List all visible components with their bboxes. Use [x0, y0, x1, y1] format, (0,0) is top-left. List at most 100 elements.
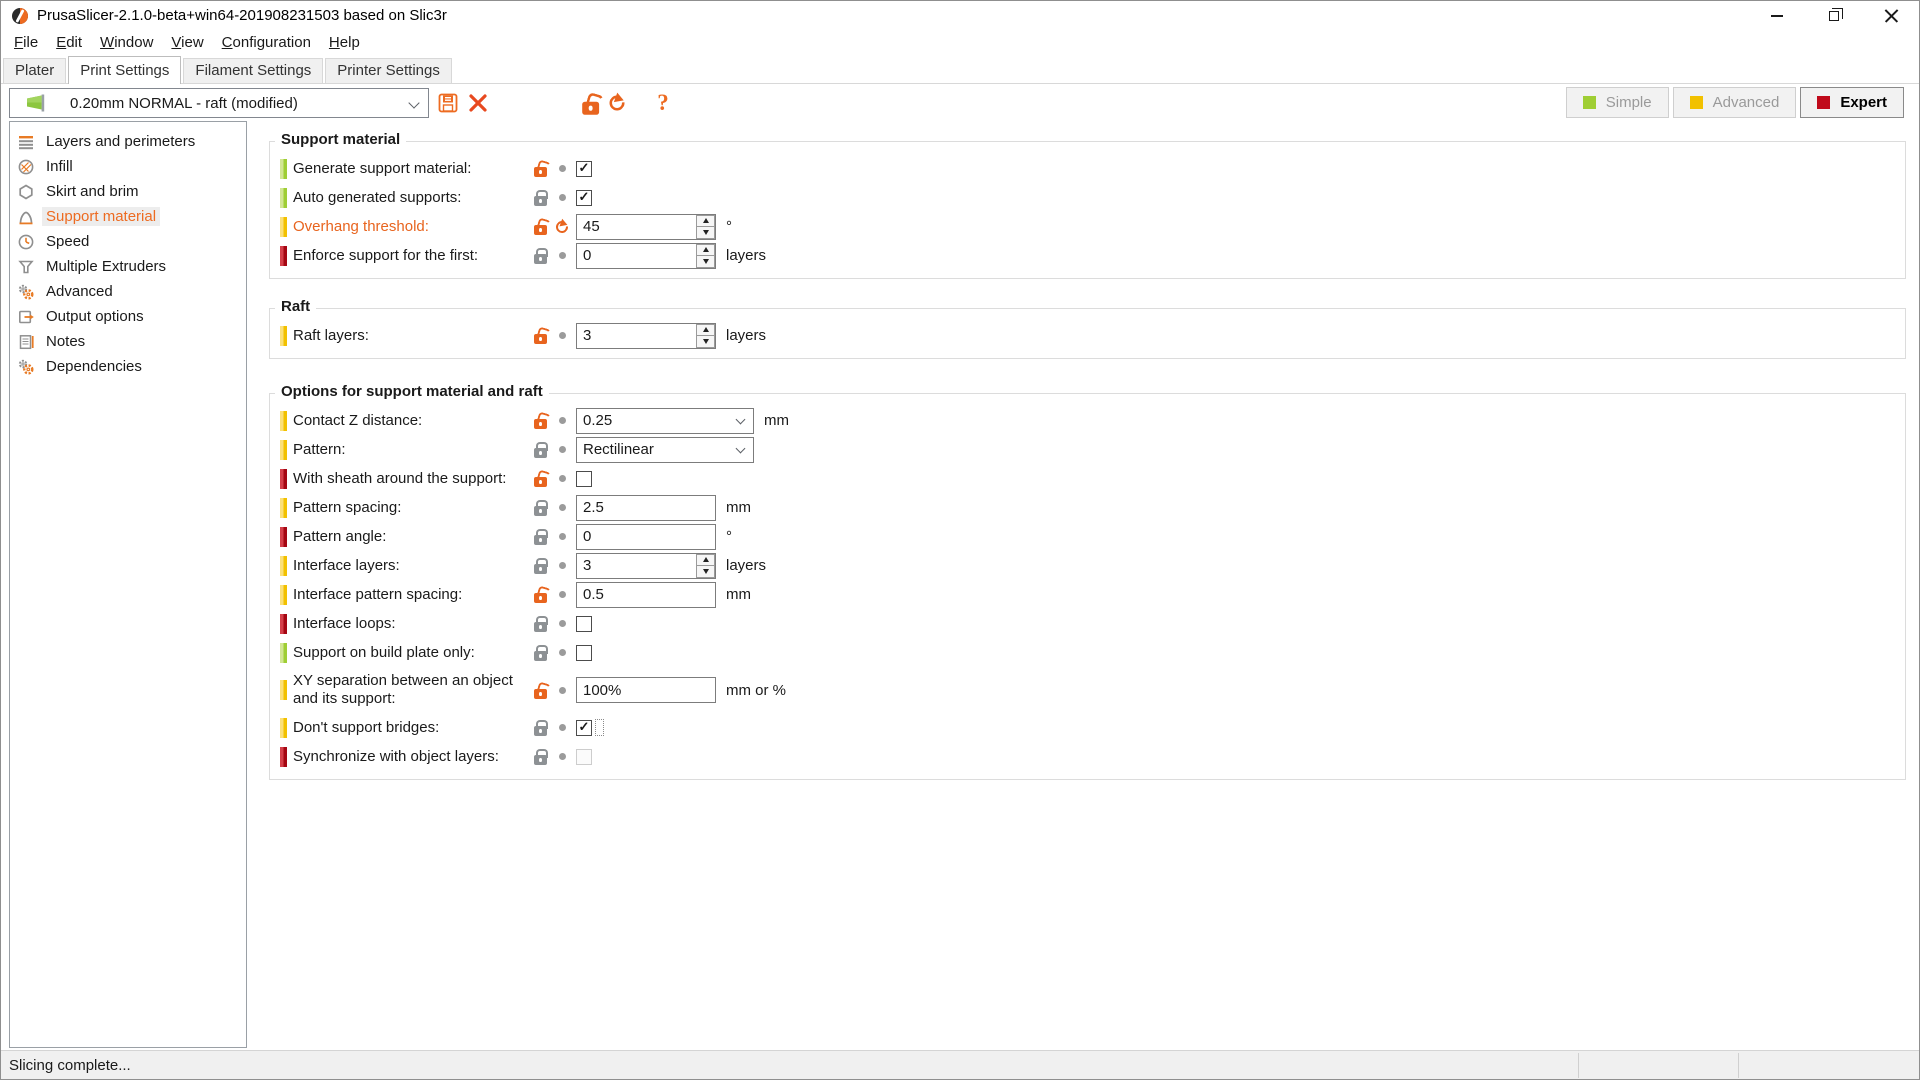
lock-closed-icon[interactable]	[529, 247, 551, 264]
spinner-buttons	[696, 553, 715, 578]
lock-open-icon[interactable]	[529, 470, 551, 487]
spin-field	[576, 322, 716, 349]
help-icon[interactable]: ?	[649, 89, 677, 117]
mode-expert-button[interactable]: Expert	[1800, 87, 1904, 118]
combo-box[interactable]: Rectilinear	[576, 436, 754, 463]
lock-open-icon[interactable]	[572, 85, 608, 121]
lock-closed-icon[interactable]	[529, 528, 551, 545]
spin-up-button[interactable]	[696, 323, 715, 336]
sidebar-item-notes[interactable]: Notes	[10, 329, 246, 354]
speed-icon	[18, 234, 34, 249]
spin-down-button[interactable]	[696, 565, 715, 578]
sidebar-item-infill[interactable]: Infill	[10, 154, 246, 179]
checkbox[interactable]	[576, 470, 592, 487]
unit-label: mm	[764, 412, 789, 429]
sidebar-item-multiple-extruders[interactable]: Multiple Extruders	[10, 254, 246, 279]
sidebar-item-speed[interactable]: Speed	[10, 229, 246, 254]
lock-open-icon[interactable]	[529, 327, 551, 344]
lock-closed-icon[interactable]	[529, 615, 551, 632]
sidebar-item-layers-and-perimeters[interactable]: Layers and perimeters	[10, 129, 246, 154]
sidebar-item-label: Speed	[46, 233, 90, 250]
spin-down-button[interactable]	[696, 335, 715, 348]
checkbox[interactable]	[576, 644, 592, 661]
lock-closed-icon[interactable]	[529, 499, 551, 516]
minimize-button[interactable]	[1748, 1, 1805, 30]
preset-combobox[interactable]: 0.20mm NORMAL - raft (modified)	[9, 88, 429, 118]
menu-file[interactable]: File	[5, 31, 47, 55]
mode-simple-button[interactable]: Simple	[1565, 87, 1669, 118]
setting-label: Auto generated supports:	[293, 188, 462, 206]
layers-icon	[19, 135, 33, 149]
lock-open-icon[interactable]	[529, 412, 551, 429]
sidebar-item-skirt-and-brim[interactable]: Skirt and brim	[10, 179, 246, 204]
menu-bar: File Edit Window View Configuration Help	[1, 30, 1919, 56]
option-level-bar	[280, 526, 287, 547]
setting-label: Interface pattern spacing:	[293, 585, 463, 603]
lock-closed-icon[interactable]	[529, 748, 551, 765]
dot-icon	[554, 649, 570, 656]
checkbox[interactable]	[576, 189, 592, 206]
undo-icon[interactable]	[553, 218, 571, 235]
spin-down-button[interactable]	[696, 255, 715, 268]
text-input[interactable]	[576, 581, 716, 608]
menu-accel: V	[171, 34, 182, 51]
sidebar-item-support-material[interactable]: Support material	[10, 204, 246, 229]
setting-label: Overhang threshold:	[293, 217, 429, 235]
sidebar-item-dependencies[interactable]: Dependencies	[10, 354, 246, 379]
checkbox[interactable]	[576, 719, 592, 736]
setting-row-synchronize-with-object-layers: Synchronize with object layers:	[270, 742, 1905, 771]
setting-label: Pattern:	[293, 440, 346, 458]
mode-label: Advanced	[1712, 94, 1780, 111]
setting-row-overhang-threshold: Overhang threshold: °	[270, 212, 1905, 241]
combo-box[interactable]: 0.25	[576, 407, 754, 434]
sidebar-item-advanced[interactable]: Advanced	[10, 279, 246, 304]
menu-configuration[interactable]: Configuration	[213, 31, 320, 55]
restore-button[interactable]	[1805, 1, 1862, 30]
delete-preset-button[interactable]	[464, 89, 492, 117]
lock-closed-icon[interactable]	[529, 719, 551, 736]
menu-label: onfiguration	[232, 34, 311, 51]
preset-toolbar: 0.20mm NORMAL - raft (modified) ? Simple	[1, 84, 1919, 122]
undo-icon[interactable]	[600, 86, 635, 121]
number-input[interactable]	[576, 213, 716, 240]
number-input[interactable]	[576, 552, 716, 579]
dot-icon	[554, 620, 570, 627]
menu-edit[interactable]: Edit	[47, 31, 91, 55]
lock-closed-icon[interactable]	[529, 189, 551, 206]
setting-row-xy-separation: XY separation between an object and its …	[270, 667, 1905, 713]
dot-icon	[554, 562, 570, 569]
tab-printer-settings[interactable]: Printer Settings	[325, 58, 452, 83]
checkbox[interactable]	[576, 160, 592, 177]
simple-mode-icon	[1582, 96, 1596, 109]
number-input[interactable]	[576, 242, 716, 269]
close-icon	[1884, 9, 1898, 23]
number-input[interactable]	[576, 322, 716, 349]
close-button[interactable]	[1862, 1, 1919, 30]
menu-window[interactable]: Window	[91, 31, 162, 55]
menu-help[interactable]: Help	[320, 31, 369, 55]
save-preset-button[interactable]	[434, 89, 462, 117]
lock-closed-icon[interactable]	[529, 644, 551, 661]
tab-filament-settings[interactable]: Filament Settings	[183, 58, 324, 83]
tab-print-settings[interactable]: Print Settings	[68, 56, 182, 84]
lock-closed-icon[interactable]	[529, 557, 551, 574]
text-input[interactable]	[576, 677, 716, 703]
checkbox[interactable]	[576, 615, 592, 632]
lock-open-icon[interactable]	[529, 586, 551, 603]
lock-open-icon[interactable]	[529, 160, 551, 177]
setting-row-pattern-spacing: Pattern spacing: mm	[270, 493, 1905, 522]
text-input[interactable]	[576, 523, 716, 550]
lock-closed-icon[interactable]	[529, 441, 551, 458]
mode-advanced-button[interactable]: Advanced	[1672, 87, 1797, 118]
spin-down-button[interactable]	[696, 226, 715, 239]
text-input[interactable]	[576, 494, 716, 521]
menu-accel: W	[100, 34, 115, 51]
lock-open-icon[interactable]	[529, 682, 551, 699]
menu-view[interactable]: View	[162, 31, 212, 55]
option-level-bar	[280, 410, 287, 431]
tab-plater[interactable]: Plater	[3, 58, 67, 83]
setting-label: Raft layers:	[293, 326, 369, 344]
lock-open-icon[interactable]	[529, 218, 551, 235]
sidebar-item-output-options[interactable]: Output options	[10, 304, 246, 329]
setting-label: With sheath around the support:	[293, 469, 507, 487]
